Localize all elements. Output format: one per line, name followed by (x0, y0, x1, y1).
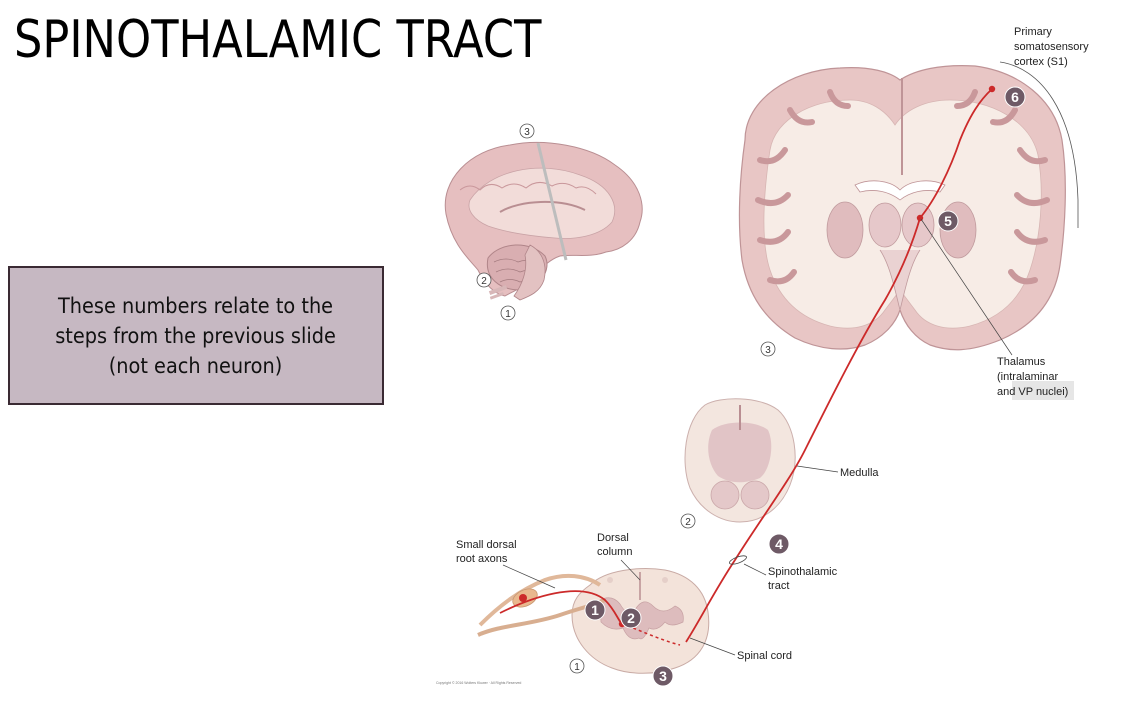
label-medulla: Medulla (840, 467, 879, 479)
label-stt-line2: tract (768, 580, 789, 592)
label-dorsal-column-line2: column (597, 546, 632, 558)
label-s1-line2: somatosensory (1014, 41, 1089, 53)
label-dorsal-column-line1: Dorsal (597, 532, 629, 544)
tract-marker (729, 555, 747, 565)
label-s1-line3: cortex (S1) (1014, 56, 1068, 68)
thalamus-highlight (1012, 381, 1074, 400)
copyright-text: Copyright © 2016 Wolters Kluwer · All Ri… (436, 681, 521, 685)
label-thalamus-line2: (intralaminar (997, 371, 1058, 383)
label-thalamus-line3: and VP nuclei) (997, 386, 1068, 398)
step-badge-6: 6 (1004, 86, 1026, 108)
plane-number-medulla-2: 2 (685, 517, 691, 528)
label-thalamus-line1: Thalamus (997, 356, 1046, 368)
step-number-2: 2 (627, 610, 635, 626)
sagittal-brain (444, 142, 643, 301)
s1-bracket (999, 61, 1079, 228)
step-number-1: 1 (591, 602, 599, 618)
pain-temperature-pathway (499, 85, 996, 646)
step-number-5: 5 (944, 213, 952, 229)
step-number-4: 4 (775, 536, 783, 552)
page-title: SPINOTHALAMIC TRACT (14, 10, 542, 70)
plane-number-sagittal-3: 3 (524, 127, 530, 138)
plane-number-sagittal-1: 1 (505, 309, 511, 320)
plane-number-cord-1: 1 (574, 662, 580, 673)
step-badge-4: 4 (768, 533, 790, 555)
step-badge-1: 1 (584, 599, 606, 621)
step-number-6: 6 (1011, 89, 1019, 105)
callout-box: These numbers relate to the steps from t… (8, 266, 384, 405)
step-badge-2: 2 (620, 607, 642, 629)
step-badge-3: 3 (652, 665, 674, 687)
callout-text: These numbers relate to the steps from t… (55, 293, 337, 378)
label-stt-line1: Spinothalamic (768, 566, 838, 578)
step-badge-5: 5 (937, 210, 959, 232)
step-number-3: 3 (659, 668, 667, 684)
label-spinal-cord: Spinal cord (737, 650, 792, 662)
label-drg-line2: root axons (456, 553, 508, 565)
coronal-brain-section (738, 65, 1066, 351)
leader-lines (502, 218, 1013, 656)
medulla-section (684, 398, 796, 523)
label-s1-line1: Primary (1014, 26, 1052, 38)
plane-number-sagittal-2: 2 (481, 276, 487, 287)
label-drg-line1: Small dorsal (456, 539, 517, 551)
plane-number-coronal-3: 3 (765, 345, 771, 356)
